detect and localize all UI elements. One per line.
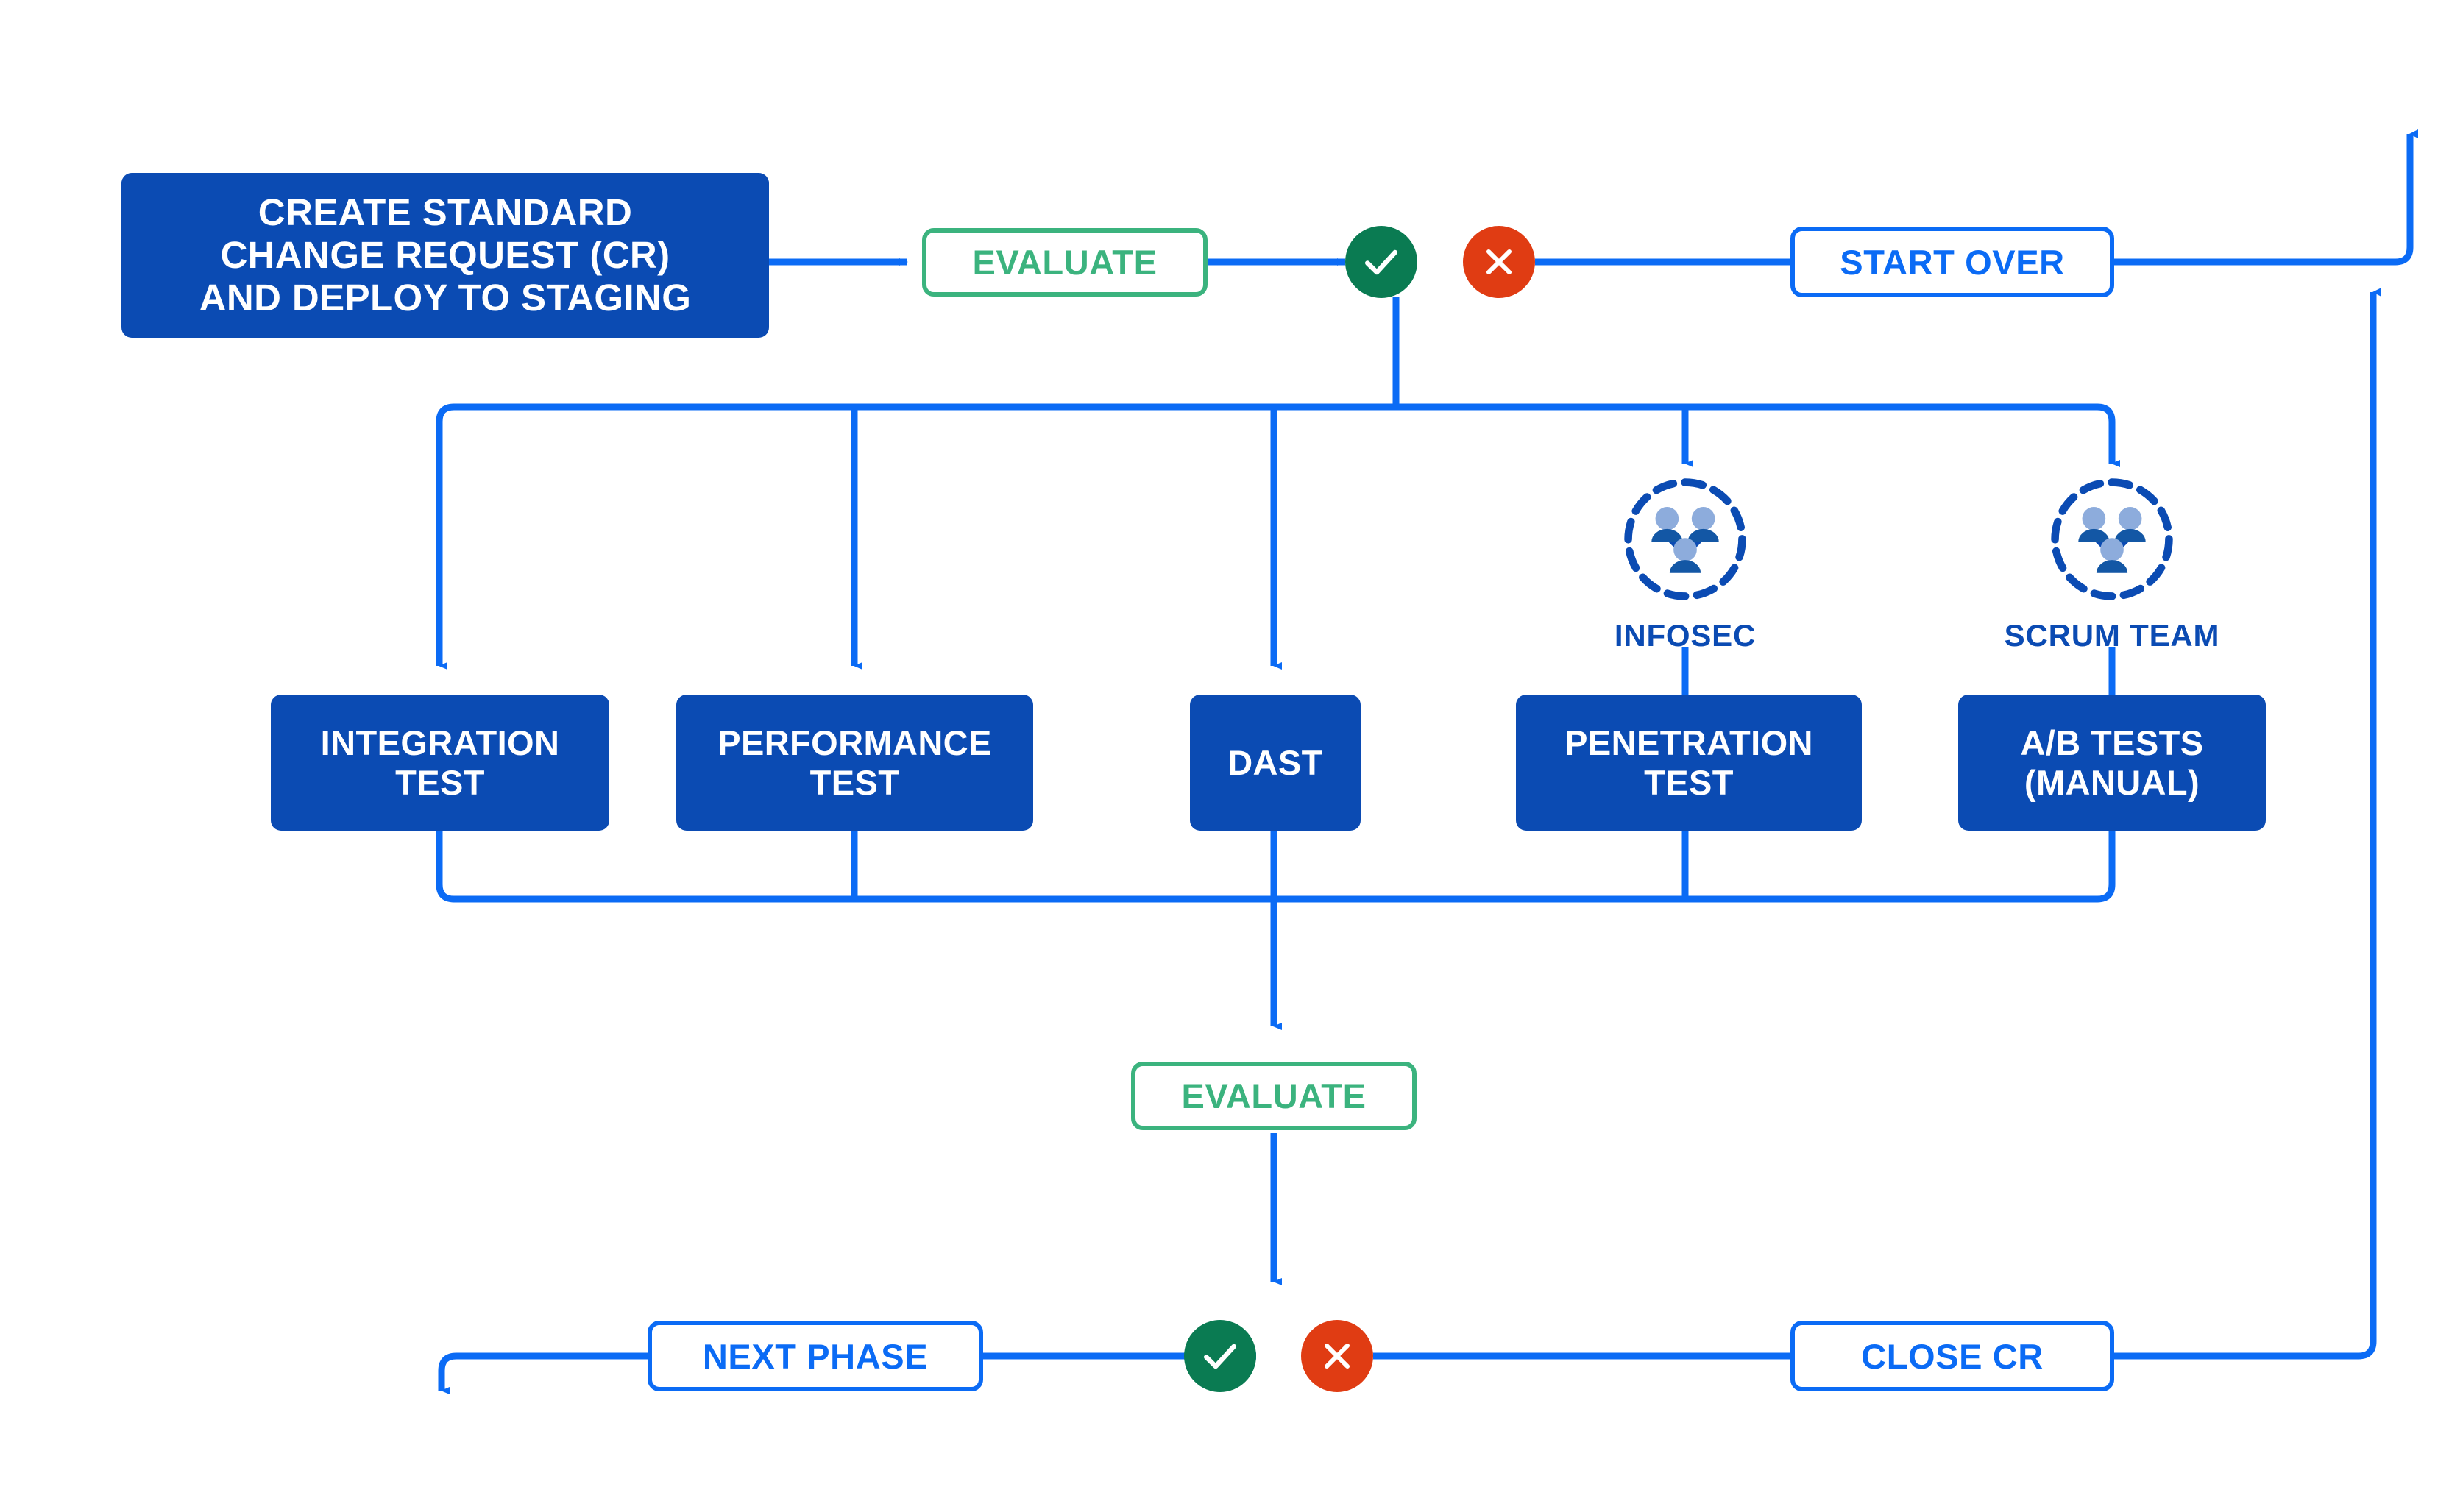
dast-line-1: DAST xyxy=(1227,742,1323,782)
wire-close-cr-to-right-rail xyxy=(2113,288,2381,1360)
team-group-icon-scrum xyxy=(2047,475,2177,608)
node-ab-tests-manual[interactable]: A/B TESTS (MANUAL) xyxy=(1958,695,2266,831)
persona-infosec: INFOSEC xyxy=(1601,475,1770,653)
start-over-label: START OVER xyxy=(1840,242,2065,282)
check-circle-icon-top[interactable] xyxy=(1345,226,1417,298)
wire-integration-down xyxy=(436,830,455,903)
wire-start-over-to-top-rail xyxy=(2113,129,2418,266)
x-circle-icon-top[interactable] xyxy=(1463,226,1535,298)
check-glyph xyxy=(1365,249,1397,275)
check-glyph-bottom xyxy=(1204,1344,1236,1369)
penetration-test-line-1: PENETRATION xyxy=(1564,723,1813,762)
wire-fanout-integration xyxy=(436,403,455,670)
create-cr-line-2: CHANGE REQUEST (CR) xyxy=(220,233,670,276)
integration-test-line-2: TEST xyxy=(395,762,485,802)
node-evaluate-top[interactable]: EVALUATE xyxy=(922,228,1208,297)
x-glyph xyxy=(1486,249,1512,275)
wire-abtests-down xyxy=(2097,830,2116,903)
evaluate-top-label: EVALUATE xyxy=(972,243,1158,282)
node-close-cr[interactable]: CLOSE CR xyxy=(1790,1321,2114,1391)
x-glyph-bottom xyxy=(1324,1343,1350,1369)
check-circle-icon-bottom[interactable] xyxy=(1184,1320,1256,1392)
node-next-phase[interactable]: NEXT PHASE xyxy=(648,1321,983,1391)
evaluate-bottom-label: EVALUATE xyxy=(1181,1076,1367,1115)
ab-tests-line-2: (MANUAL) xyxy=(2024,762,2200,802)
ab-tests-line-1: A/B TESTS xyxy=(2020,723,2204,762)
node-penetration-test[interactable]: PENETRATION TEST xyxy=(1516,695,1862,831)
performance-test-line-2: TEST xyxy=(809,762,900,802)
persona-infosec-label: INFOSEC xyxy=(1614,618,1757,653)
node-start-over[interactable]: START OVER xyxy=(1790,227,2114,297)
performance-test-line-1: PERFORMANCE xyxy=(717,723,992,762)
create-cr-line-1: CREATE STANDARD xyxy=(258,191,633,233)
node-evaluate-bottom[interactable]: EVALUATE xyxy=(1131,1062,1417,1130)
node-integration-test[interactable]: INTEGRATION TEST xyxy=(271,695,609,831)
team-group-icon-infosec xyxy=(1620,475,1750,608)
node-dast[interactable]: DAST xyxy=(1190,695,1361,831)
create-cr-line-3: AND DEPLOY TO STAGING xyxy=(199,277,692,319)
integration-test-line-1: INTEGRATION xyxy=(320,723,560,762)
node-create-standard-cr[interactable]: CREATE STANDARD CHANGE REQUEST (CR) AND … xyxy=(121,173,769,338)
persona-scrum-team: SCRUM TEAM xyxy=(1987,475,2237,653)
wire-fanout-scrum xyxy=(2097,403,2120,467)
penetration-test-line-2: TEST xyxy=(1644,762,1734,802)
close-cr-label: CLOSE CR xyxy=(1861,1336,2044,1376)
wire-next-phase-exit xyxy=(438,1352,648,1394)
persona-scrum-team-label: SCRUM TEAM xyxy=(2004,618,2220,653)
node-performance-test[interactable]: PERFORMANCE TEST xyxy=(676,695,1033,831)
next-phase-label: NEXT PHASE xyxy=(702,1336,929,1376)
x-circle-icon-bottom[interactable] xyxy=(1301,1320,1373,1392)
